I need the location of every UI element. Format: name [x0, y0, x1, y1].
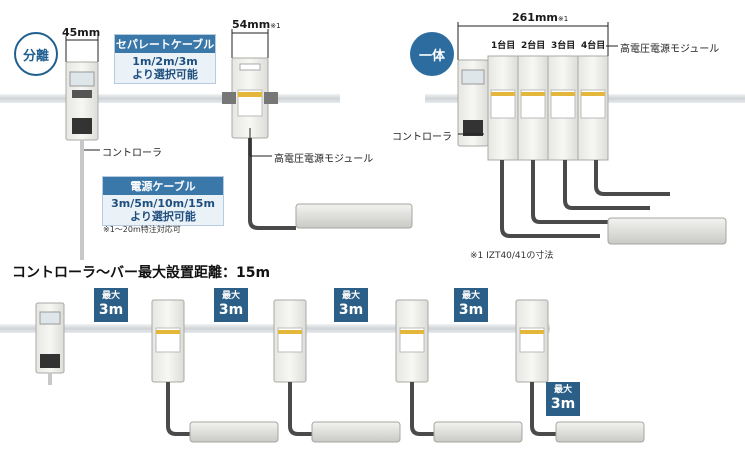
power-cable-callout: 電源ケーブル 3m/5m/10m/15m より選択可能 ※1～20m特注対応可: [102, 176, 224, 234]
controller-device: [65, 61, 99, 141]
unit-label-4: 4台目: [581, 41, 606, 51]
high-voltage-module: [395, 299, 429, 383]
ionizer-bar: [607, 217, 727, 245]
high-voltage-module: [151, 299, 185, 383]
controller-width-label: 45mm: [62, 26, 101, 39]
ionizer-bar: [189, 421, 279, 443]
controller-device: [457, 59, 489, 147]
ionizer-bar: [311, 421, 401, 443]
controller-label-left: コントローラ: [102, 148, 162, 159]
high-voltage-module: [222, 57, 278, 139]
power-cable-line-1: 3m/5m/10m/15m: [111, 197, 215, 210]
power-cable: [80, 140, 84, 260]
high-voltage-module: [515, 299, 549, 383]
bar-cable: [248, 138, 296, 230]
separated-badge: 分離: [14, 32, 58, 76]
module-stack: [487, 55, 609, 161]
separate-cable-callout: セパレートケーブル 1m/2m/3m より選択可能: [114, 34, 216, 84]
footnote: ※1 IZT40/41の寸法: [470, 251, 554, 261]
controller-label-right: コントローラ: [392, 132, 452, 143]
integrated-assembly: [425, 22, 745, 245]
power-cable-note: ※1～20m特注対応可: [103, 225, 181, 234]
chain-assembly: [0, 299, 645, 443]
ionizer-bar: [295, 203, 413, 229]
ionizer-bar: [433, 421, 523, 443]
separated-assembly: [0, 29, 413, 260]
separate-cable-title: セパレートケーブル: [115, 35, 215, 53]
unit-label-1: 1台目: [491, 41, 516, 51]
ionizer-bar: [555, 421, 645, 443]
integrated-badge: 一体: [410, 32, 454, 76]
unit-label-2: 2台目: [521, 41, 546, 51]
module-label-right: 高電圧電源モジュール: [620, 44, 720, 55]
module-width-label: 54mm※1: [232, 18, 281, 31]
separate-cable-line-1: 1m/2m/3m: [132, 55, 198, 68]
controller-device: [35, 302, 65, 374]
power-cable-title: 電源ケーブル: [103, 177, 223, 195]
power-cable-line-2: より選択可能: [130, 210, 196, 223]
high-voltage-module: [273, 299, 307, 383]
module-label-left: 高電圧電源モジュール: [274, 154, 374, 165]
din-rail: [0, 94, 340, 103]
total-width-label: 261mm※1: [512, 11, 569, 24]
separate-cable-line-2: より選択可能: [132, 68, 198, 81]
max-distance-heading: コントローラ～バー最大設置距離：15m: [12, 265, 271, 281]
unit-label-3: 3台目: [551, 41, 576, 51]
